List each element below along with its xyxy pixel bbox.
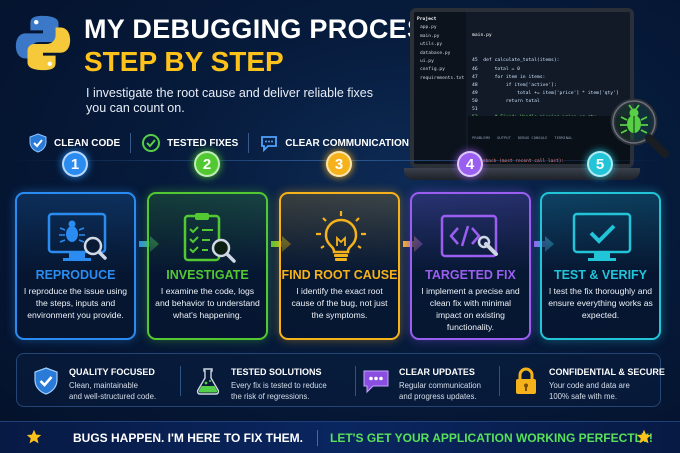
divider xyxy=(180,366,181,396)
file-item: database.py xyxy=(420,50,451,56)
step-number: 2 xyxy=(194,151,220,177)
step-title: TEST & VERIFY xyxy=(553,268,648,282)
step-number: 3 xyxy=(326,151,352,177)
page-title-line2: STEP BY STEP xyxy=(84,46,284,77)
code-line: 45 def calculate_total(items): xyxy=(472,58,560,64)
explorer-title: Project xyxy=(417,17,437,22)
badge-row: CLEAN CODE TESTED FIXES CLEAR COMMUNICAT… xyxy=(28,133,409,153)
code-wrench-icon xyxy=(440,214,498,258)
lightbulb-icon xyxy=(316,211,366,261)
file-item: requirements.txt xyxy=(420,75,465,81)
file-item: app.py xyxy=(420,25,437,31)
padlock-icon xyxy=(516,367,536,394)
step-number: 4 xyxy=(457,151,483,177)
badge-label: CLEAN CODE xyxy=(54,137,121,149)
shield-check-icon xyxy=(29,133,47,153)
file-item: main.py xyxy=(420,33,440,39)
badge-label: TESTED FIXES xyxy=(167,137,239,149)
step-title: FIND ROOT CAUSE xyxy=(281,268,398,282)
step-card-reproduce: REPRODUCE I reproduce the issue using the… xyxy=(15,192,136,340)
step-description: I reproduce the issue using the steps, i… xyxy=(23,286,128,320)
footer-banner: BUGS HAPPEN. I'M HERE TO FIX THEM. LET'S… xyxy=(0,421,680,453)
step-title: INVESTIGATE xyxy=(166,268,249,282)
code-line: 46 total = 0 xyxy=(472,66,520,72)
page-title-line1: MY DEBUGGING PROCESS xyxy=(84,14,444,44)
laptop-illustration: Project app.py main.py utils.py database.py… xyxy=(404,8,640,186)
footer-call-to-action: LET'S GET YOUR APPLICATION WORKING PERFE… xyxy=(330,431,653,445)
chat-bubble-icon xyxy=(261,136,278,153)
feature-title: TESTED SOLUTIONS xyxy=(231,367,322,377)
editor-tab: main.py xyxy=(472,33,492,39)
step-card-test-verify: TEST & VERIFY I test the fix thoroughly a… xyxy=(540,192,661,340)
page-subtitle: I investigate the root cause and deliver… xyxy=(86,86,373,115)
terminal-lines: Traceback (most recent call last): File … xyxy=(472,158,626,165)
divider xyxy=(355,366,356,396)
shield-check-icon xyxy=(34,367,58,395)
star-icon xyxy=(636,429,652,444)
divider xyxy=(499,366,500,396)
code-line: 51 xyxy=(472,107,478,113)
step-card-targeted-fix: TARGETED FIX I implement a precise and cl… xyxy=(410,192,531,340)
footer-tagline: BUGS HAPPEN. I'M HERE TO FIX THEM. xyxy=(73,431,303,445)
terminal-line: Traceback (most recent call last): xyxy=(472,159,565,165)
ide-file-explorer: Project app.py main.py utils.py database.py… xyxy=(414,12,466,164)
divider xyxy=(248,133,250,153)
feature-title: CONFIDENTIAL & SECURE xyxy=(549,367,665,377)
step-title: TARGETED FIX xyxy=(425,268,516,282)
check-circle-icon xyxy=(142,134,161,152)
terminal-tabs: PROBLEMS OUTPUT DEBUG CONSOLE TERMINAL xyxy=(472,134,573,140)
step-description: I implement a precise and clean fix with… xyxy=(421,286,520,332)
clipboard-search-icon xyxy=(183,213,236,263)
file-item: utils.py xyxy=(420,42,443,48)
code-line: 48 if item['active']: xyxy=(472,82,557,88)
feature-title: QUALITY FOCUSED xyxy=(69,367,155,377)
flask-icon xyxy=(196,368,220,395)
step-number: 5 xyxy=(587,151,613,177)
step-title: REPRODUCE xyxy=(35,268,116,282)
file-item: config.py xyxy=(420,67,445,73)
chat-bubble-icon xyxy=(363,370,389,394)
monitor-bug-icon xyxy=(47,212,107,261)
feature-title: CLEAR UPDATES xyxy=(399,367,475,377)
laptop-screen: Project app.py main.py utils.py database.py… xyxy=(410,8,634,168)
step-description: I test the fix thoroughly and ensure eve… xyxy=(548,286,653,320)
badge-clean-code: CLEAN CODE xyxy=(28,133,120,153)
monitor-check-icon xyxy=(572,212,632,261)
divider xyxy=(317,430,318,446)
star-icon xyxy=(26,429,42,444)
divider xyxy=(130,133,132,153)
step-card-investigate: INVESTIGATE I examine the code, logs and … xyxy=(147,192,268,340)
file-list: app.py main.py utils.py database.py ui.py con… xyxy=(417,24,465,83)
code-line: 50 return total xyxy=(472,98,540,104)
badge-label: CLEAR COMMUNICATION xyxy=(285,137,409,149)
magnifier-bug-icon xyxy=(610,98,669,158)
step-number: 1 xyxy=(62,151,88,177)
python-logo-icon xyxy=(15,15,71,71)
step-description: I identify the exact root cause of the b… xyxy=(291,286,388,320)
step-card-find-root-cause: FIND ROOT CAUSE I identify the exact root… xyxy=(279,192,400,340)
badge-clear-communication: CLEAR COMMUNICATION xyxy=(259,133,409,153)
file-item: ui.py xyxy=(420,59,434,65)
badge-tested-fixes: TESTED FIXES xyxy=(141,133,238,153)
step-description: I examine the code, logs and behavior to… xyxy=(155,286,260,320)
code-line: 47 for item in items: xyxy=(472,74,546,80)
code-line: 49 total += item['price'] * item['qty'] xyxy=(472,90,619,96)
